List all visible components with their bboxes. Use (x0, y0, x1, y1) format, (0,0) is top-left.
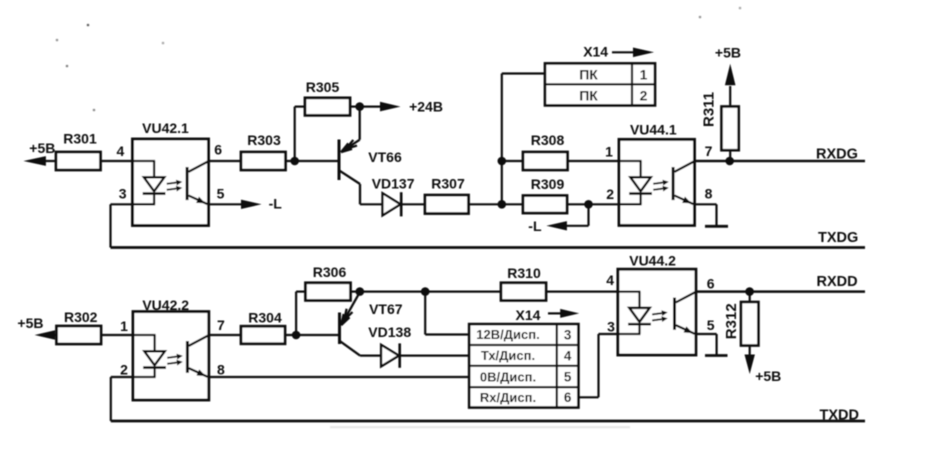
svg-text:ПК: ПК (579, 87, 598, 103)
svg-text:X14: X14 (516, 307, 541, 323)
svg-text:ПК: ПК (579, 66, 598, 82)
svg-text:4: 4 (606, 272, 614, 288)
svg-text:VT67: VT67 (369, 301, 403, 317)
svg-text:R311: R311 (701, 92, 718, 127)
svg-text:0В/Дисп.: 0В/Дисп. (480, 369, 536, 384)
svg-text:R304: R304 (248, 309, 282, 325)
svg-text:1: 1 (605, 143, 613, 159)
svg-text:Rх/Дисп.: Rх/Дисп. (480, 390, 536, 405)
svg-text:VU44.1: VU44.1 (630, 122, 677, 138)
svg-text:4: 4 (564, 348, 572, 363)
svg-text:6: 6 (564, 390, 572, 405)
svg-text:R302: R302 (64, 309, 98, 325)
svg-text:R306: R306 (313, 264, 347, 280)
svg-text:3: 3 (607, 319, 615, 335)
svg-text:3: 3 (119, 186, 127, 202)
svg-text:+5В: +5В (755, 368, 781, 384)
svg-text:RXDD: RXDD (817, 274, 858, 290)
svg-text:3: 3 (564, 327, 572, 342)
svg-text:R310: R310 (507, 265, 541, 281)
svg-text:6: 6 (707, 276, 715, 292)
svg-text:+5В: +5В (29, 140, 55, 156)
svg-text:7: 7 (705, 143, 713, 159)
svg-text:2: 2 (120, 362, 128, 378)
svg-text:R305: R305 (306, 79, 340, 95)
svg-text:R308: R308 (531, 132, 565, 148)
svg-text:8: 8 (217, 362, 225, 378)
svg-text:5: 5 (707, 317, 715, 333)
svg-text:RXDG: RXDG (816, 147, 858, 163)
svg-text:-L: -L (528, 218, 542, 234)
svg-text:1: 1 (120, 318, 128, 334)
svg-text:VU44.2: VU44.2 (629, 253, 676, 269)
svg-text:R301: R301 (63, 131, 97, 147)
svg-text:R307: R307 (431, 176, 465, 192)
svg-text:R312: R312 (723, 303, 740, 339)
svg-text:12В/Дисп.: 12В/Дисп. (476, 327, 539, 342)
svg-text:2: 2 (640, 87, 648, 103)
svg-text:6: 6 (214, 142, 222, 158)
svg-text:5: 5 (564, 370, 572, 385)
svg-text:TXDD: TXDD (820, 407, 859, 423)
svg-text:7: 7 (217, 317, 225, 333)
svg-text:2: 2 (606, 186, 614, 202)
svg-text:+24В: +24В (409, 98, 443, 114)
svg-text:+5В: +5В (715, 45, 741, 61)
svg-text:VT66: VT66 (368, 149, 402, 165)
svg-text:1: 1 (640, 66, 648, 82)
svg-text:+5В: +5В (17, 315, 43, 331)
svg-text:R303: R303 (247, 132, 281, 148)
svg-text:8: 8 (705, 186, 713, 202)
svg-text:4: 4 (117, 143, 125, 159)
svg-text:Тх/Дисп.: Тх/Дисп. (481, 348, 535, 363)
svg-text:5: 5 (217, 186, 225, 202)
svg-text:VD138: VD138 (368, 324, 411, 340)
svg-text:TXDG: TXDG (818, 230, 858, 246)
svg-text:R309: R309 (531, 176, 565, 192)
svg-text:VU42.2: VU42.2 (142, 297, 189, 313)
svg-text:-L: -L (269, 196, 283, 212)
svg-text:VD137: VD137 (372, 176, 415, 192)
svg-text:VU42.1: VU42.1 (142, 120, 189, 136)
svg-text:X14: X14 (583, 44, 608, 60)
